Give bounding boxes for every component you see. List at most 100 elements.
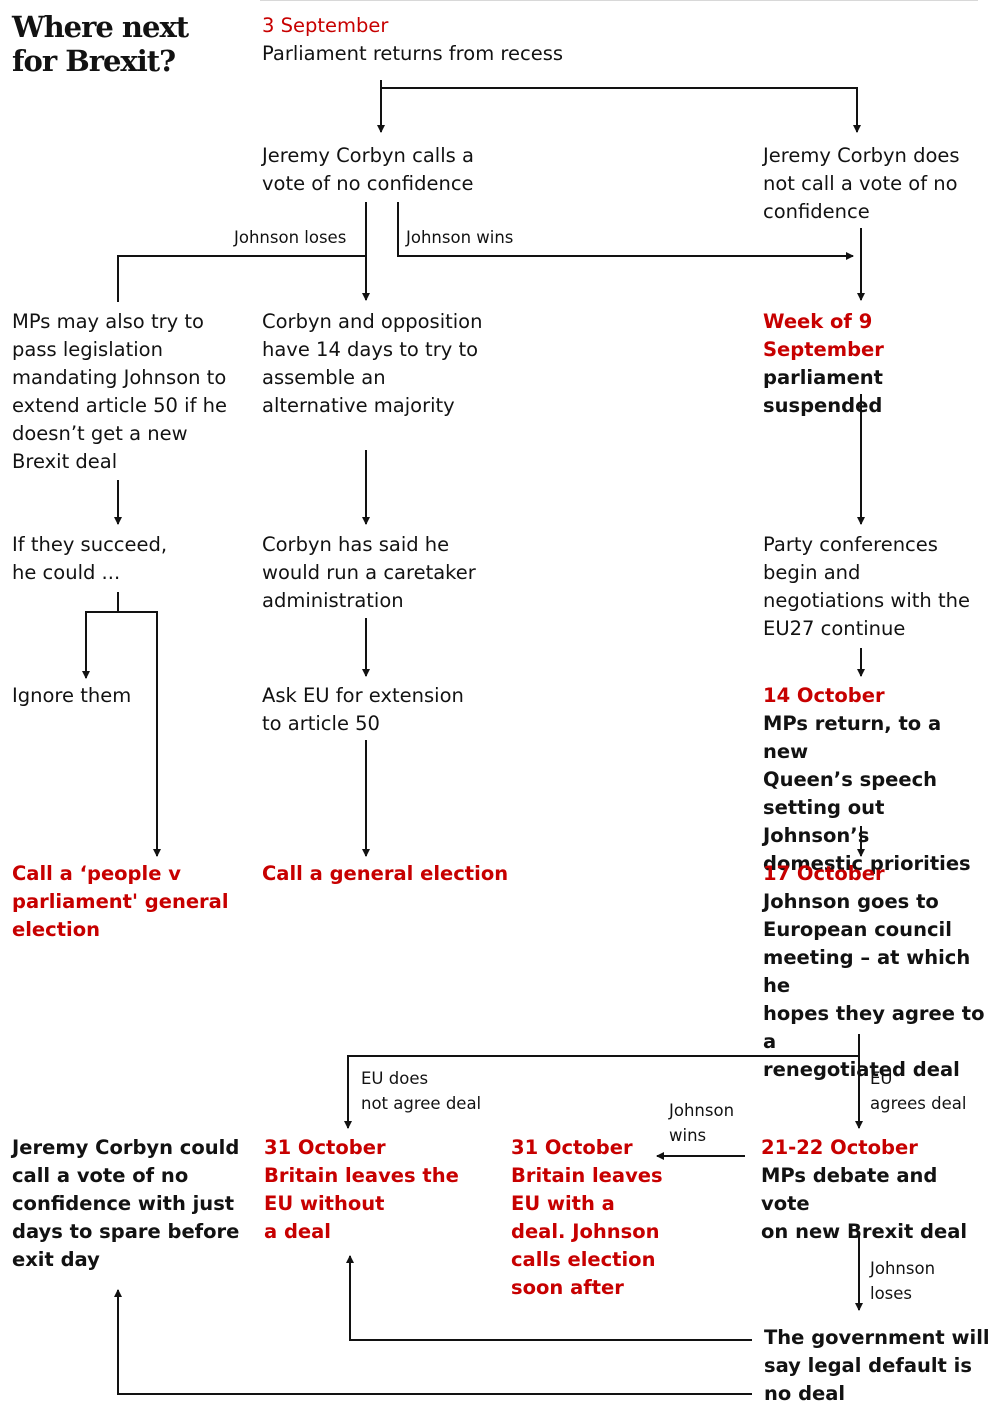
title-line: Where next — [12, 10, 189, 44]
node-text: Corbyn has said he — [262, 533, 450, 556]
node-text: Jeremy Corbyn does — [763, 144, 960, 167]
label-text: Johnson — [669, 1101, 735, 1120]
node-text: confidence with just — [12, 1192, 235, 1215]
node-party-conferences: Party conferences begin and negotiations… — [763, 531, 970, 643]
label-text: EU — [870, 1069, 893, 1088]
node-text: not call a vote of no — [763, 172, 958, 195]
node-text: begin and — [763, 561, 861, 584]
node-text: MPs may also try to — [12, 310, 204, 333]
node-text: Jeremy Corbyn calls a — [262, 144, 474, 167]
node-text: meeting – at which he — [763, 946, 971, 997]
node-text: Britain leaves the — [264, 1164, 459, 1187]
label-text: loses — [870, 1284, 913, 1303]
arrow-sep3-to-corbyn-not-call — [381, 87, 861, 133]
label-text: Johnson — [870, 1259, 936, 1278]
node-text: Parliament returns from recess — [262, 42, 564, 65]
node-text: MPs return, to a new — [763, 712, 942, 763]
node-text: Call a ‘people v — [12, 862, 181, 885]
node-text: Ignore them — [12, 684, 132, 707]
node-text: setting out Johnson’s — [763, 796, 885, 847]
node-text: 31 October — [511, 1136, 633, 1159]
label-text: wins — [669, 1126, 707, 1145]
node-text: exit day — [12, 1248, 100, 1271]
node-text: MPs debate and vote — [761, 1164, 938, 1215]
arrow-default-to-no-deal — [346, 1255, 752, 1341]
label-text: Johnson loses — [234, 228, 347, 247]
node-ask-eu-extension: Ask EU for extension to article 50 — [262, 682, 464, 738]
line-to-mps-legislation — [117, 255, 366, 302]
node-text: negotiations with the — [763, 589, 970, 612]
node-text: Johnson goes to — [763, 890, 939, 913]
node-text: Corbyn and opposition — [262, 310, 483, 333]
node-date: 21-22 October — [761, 1136, 918, 1159]
node-text: he could ... — [12, 561, 121, 584]
node-date: Week of 9 September — [763, 310, 884, 361]
top-rule — [260, 0, 978, 1]
node-text: would run a caretaker — [262, 561, 476, 584]
node-text: Jeremy Corbyn could — [12, 1136, 240, 1159]
node-corbyn-does-not-call: Jeremy Corbyn does not call a vote of no… — [763, 142, 960, 226]
node-text: parliament' general — [12, 890, 229, 913]
line-succeed-split — [82, 592, 119, 679]
node-corbyn-could-call: Jeremy Corbyn could call a vote of no co… — [12, 1134, 239, 1274]
node-text: Queen’s speech — [763, 768, 938, 791]
node-week-of-9-september: Week of 9 September parliament suspended — [763, 308, 990, 420]
node-text: Party conferences — [763, 533, 938, 556]
node-text: doesn’t get a new — [12, 422, 188, 445]
node-text: on new Brexit deal — [761, 1220, 968, 1243]
label-johnson-wins-vote: Johnson wins — [669, 1098, 734, 1148]
node-text: alternative majority — [262, 394, 455, 417]
node-text: Call a general election — [262, 862, 509, 885]
page-title: Where next for Brexit? — [12, 10, 242, 78]
node-text: Britain leaves — [511, 1164, 663, 1187]
node-general-election: Call a general election — [262, 860, 508, 888]
node-leave-without-deal: 31 October Britain leaves the EU without… — [264, 1134, 459, 1246]
node-text: a deal — [264, 1220, 331, 1243]
title-line: for Brexit? — [12, 44, 176, 78]
node-text: parliament suspended — [763, 366, 884, 417]
node-3-september: 3 September Parliament returns from rece… — [262, 12, 563, 68]
node-text: days to spare before — [12, 1220, 240, 1243]
node-people-v-parliament: Call a ‘people v parliament' general ele… — [12, 860, 229, 944]
arrow-succeed-to-election — [118, 611, 161, 857]
node-text: assemble an — [262, 366, 386, 389]
node-if-they-succeed: If they succeed, he could ... — [12, 531, 167, 587]
node-text: EU without — [264, 1192, 385, 1215]
label-text: Johnson wins — [406, 228, 514, 247]
node-text: calls election — [511, 1248, 656, 1271]
node-text: pass legislation — [12, 338, 163, 361]
node-ignore-them: Ignore them — [12, 682, 131, 710]
node-corbyn-14-days: Corbyn and opposition have 14 days to tr… — [262, 308, 482, 420]
node-text: to article 50 — [262, 712, 380, 735]
node-text: 31 October — [264, 1136, 386, 1159]
node-text: mandating Johnson to — [12, 366, 227, 389]
node-text: renegotiated deal — [763, 1058, 960, 1081]
label-eu-does-not-agree: EU does not agree deal — [361, 1066, 481, 1116]
node-mps-legislation: MPs may also try to pass legislation man… — [12, 308, 227, 476]
label-text: EU does — [361, 1069, 429, 1088]
label-text: agrees deal — [870, 1094, 967, 1113]
node-text: election — [12, 918, 100, 941]
label-johnson-loses-vote: Johnson loses — [870, 1256, 935, 1306]
node-text: extend article 50 if he — [12, 394, 227, 417]
label-eu-agrees-deal: EU agrees deal — [870, 1066, 966, 1116]
arrow-johnson-wins — [397, 202, 854, 260]
node-corbyn-calls-vote: Jeremy Corbyn calls a vote of no confide… — [262, 142, 474, 198]
node-text: confidence — [763, 200, 870, 223]
node-date: 3 September — [262, 14, 389, 37]
node-text: If they succeed, — [12, 533, 168, 556]
node-text: say legal default is — [764, 1354, 972, 1377]
node-text: EU with a — [511, 1192, 615, 1215]
node-caretaker-administration: Corbyn has said he would run a caretaker… — [262, 531, 476, 615]
label-text: not agree deal — [361, 1094, 482, 1113]
node-text: soon after — [511, 1276, 624, 1299]
node-text: EU27 continue — [763, 617, 906, 640]
node-text: The government will — [764, 1326, 990, 1349]
label-johnson-wins: Johnson wins — [406, 225, 513, 250]
node-text: hopes they agree to a — [763, 1002, 985, 1053]
node-text: deal. Johnson — [511, 1220, 660, 1243]
node-text: call a vote of no — [12, 1164, 189, 1187]
node-text: no deal — [764, 1382, 846, 1405]
node-date: 14 October — [763, 684, 885, 707]
